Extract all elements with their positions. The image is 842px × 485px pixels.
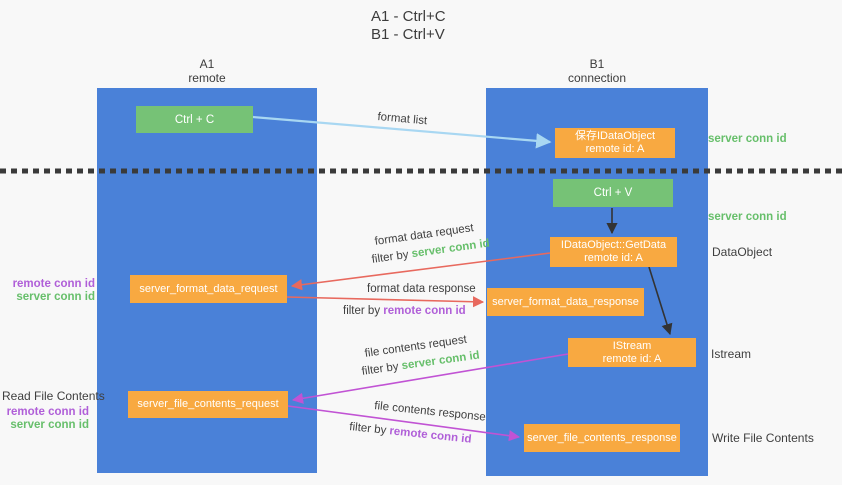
filter-key-remote-conn-id: remote conn id: [388, 425, 473, 446]
lane-a1-subtitle: remote: [188, 71, 226, 85]
node-server-format-data-request: server_format_data_request: [130, 275, 287, 303]
annotation-remote-conn-id: remote conn id: [12, 278, 95, 290]
lane-b1-subtitle: connection: [567, 71, 627, 85]
annotation-remote-conn-id: remote conn id: [6, 406, 89, 418]
node-save-idataobject-subtitle: remote id: A: [585, 143, 645, 155]
node-istream: IStream remote id: A: [568, 338, 696, 367]
annotation-read-file-contents: Read File Contents: [2, 389, 105, 403]
node-file-request-label: server_file_contents_request: [137, 398, 279, 410]
node-getdata-title: IDataObject::GetData: [560, 239, 667, 251]
node-file-response-label: server_file_contents_response: [527, 431, 677, 444]
filter-prefix: filter by: [343, 305, 384, 317]
annotation-server-conn-id-top: server conn id: [708, 133, 787, 145]
lane-b1-name: B1: [589, 57, 605, 71]
filter-key-remote-conn-id: remote conn id: [383, 305, 466, 317]
edge-label-format-list: format list: [376, 111, 428, 128]
title-line-2: B1 - Ctrl+V: [371, 26, 445, 43]
annotation-istream: Istream: [711, 347, 752, 361]
edge-label-file-contents-response: file contents response: [373, 400, 487, 424]
edge-label-format-data-response-filter: filter by remote conn id: [343, 305, 466, 317]
lane-header-a1: A1 remote: [97, 57, 317, 85]
annotation-server-conn-id: server conn id: [10, 419, 89, 431]
node-idataobject-getdata: IDataObject::GetData remote id: A: [550, 237, 677, 267]
node-ctrl-c-label: Ctrl + C: [174, 113, 215, 126]
node-ctrl-c: Ctrl + C: [136, 106, 253, 133]
node-ctrl-v-label: Ctrl + V: [593, 187, 633, 199]
node-server-file-contents-request: server_file_contents_request: [128, 391, 288, 418]
node-save-idataobject: 保存IDataObject remote id: A: [555, 128, 675, 158]
node-format-response-label: server_format_data_response: [492, 295, 639, 308]
edge-label-format-data-response: format data response: [367, 283, 476, 295]
annotation-dataobject: DataObject: [712, 245, 773, 259]
node-server-format-data-response: server_format_data_response: [487, 288, 644, 316]
node-server-file-contents-response: server_file_contents_response: [524, 424, 680, 452]
node-istream-title: IStream: [612, 339, 652, 352]
node-getdata-subtitle: remote id: A: [584, 252, 643, 264]
filter-prefix: filter by: [361, 360, 403, 378]
edge-label-file-contents-response-filter: filter by remote conn id: [349, 421, 472, 446]
filter-prefix: filter by: [371, 248, 413, 266]
node-save-idataobject-title: 保存IDataObject: [574, 130, 656, 142]
lane-a1-name: A1: [199, 57, 215, 71]
node-istream-subtitle: remote id: A: [602, 352, 662, 365]
node-format-request-label: server_format_data_request: [139, 282, 278, 295]
title-line-1: A1 - Ctrl+C: [371, 8, 446, 25]
node-ctrl-v: Ctrl + V: [553, 179, 673, 207]
annotation-server-conn-id: server conn id: [16, 291, 95, 303]
annotation-write-file-contents: Write File Contents: [712, 431, 814, 445]
annotation-read-file-block: Read File Contents remote conn id server…: [2, 389, 105, 432]
diagram-title: A1 - Ctrl+C B1 - Ctrl+V: [371, 8, 446, 44]
filter-prefix: filter by: [348, 421, 391, 438]
lane-header-b1: B1 connection: [486, 57, 708, 85]
annotation-format-conn-ids: remote conn id server conn id: [6, 278, 95, 304]
annotation-server-conn-id-mid: server conn id: [708, 211, 787, 223]
